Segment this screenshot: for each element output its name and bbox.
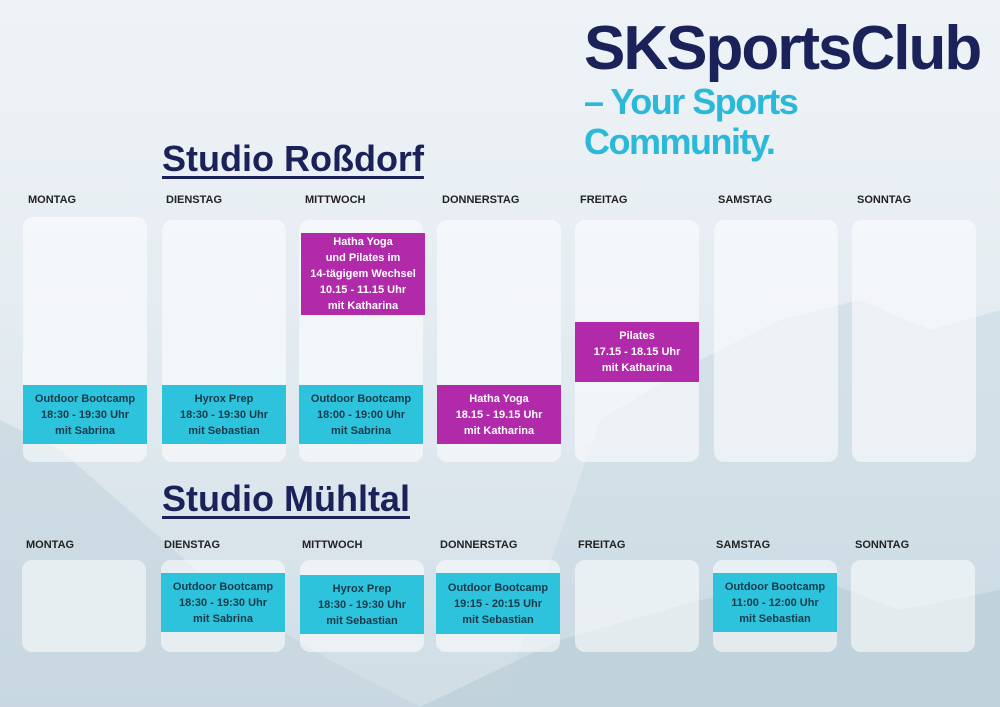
session-title: Outdoor Bootcamp (172, 580, 274, 593)
rossdorf-card-sonntag (852, 220, 976, 462)
session-title: Hatha Yoga (333, 236, 393, 248)
rossdorf-day-label: SAMSTAG (718, 194, 773, 206)
session-muehltal-donnerstag[interactable]: Outdoor Bootcamp 19:15 - 20:15 Uhr mit Seb… (436, 573, 560, 634)
session-title: Outdoor Bootcamp (447, 581, 549, 594)
session-trainer: mit Sabrina (331, 424, 391, 437)
logo-tagline: – Your Sports Community. (584, 81, 799, 162)
session-time: 18.15 - 19.15 Uhr (455, 408, 543, 421)
muehltal-day-label: MONTAG (26, 539, 75, 551)
logo: SKSportsClub – Your Sports Community. (584, 14, 984, 162)
session-trainer: mit Katharina (327, 300, 399, 312)
session-title: Outdoor Bootcamp (34, 392, 136, 405)
muehltal-day-label: SONNTAG (855, 539, 910, 551)
session-rossdorf-mittwoch-bootcamp[interactable]: Outdoor Bootcamp 18:00 - 19:00 Uhr mit Sab… (299, 385, 423, 444)
session-title: Pilates (619, 330, 655, 342)
session-time: 18:00 - 19:00 Uhr (316, 408, 406, 421)
session-rossdorf-mittwoch-yoga-pilates[interactable]: Hatha Yoga und Pilates im 14-tägigem Wechs… (301, 233, 425, 315)
session-trainer: mit Sebastian (326, 614, 398, 627)
studio-rossdorf-title: Studio Roßdorf (162, 138, 424, 179)
muehltal-day-label: DONNERSTAG (440, 539, 518, 551)
session-rossdorf-dienstag[interactable]: Hyrox Prep 18:30 - 19:30 Uhr mit Sebastian (162, 385, 286, 444)
session-title: Outdoor Bootcamp (310, 392, 412, 405)
session-title: Hatha Yoga (469, 392, 529, 405)
session-trainer: mit Sabrina (193, 612, 253, 625)
session-trainer: mit Sebastian (188, 424, 260, 437)
session-time: 18:30 - 19:30 Uhr (317, 598, 407, 611)
muehltal-day-label: DIENSTAG (164, 539, 221, 551)
session-time: 11:00 - 12:00 Uhr (731, 596, 819, 609)
rossdorf-card-donnerstag: Hatha Yoga 18.15 - 19.15 Uhr mit Katharina (437, 220, 561, 462)
muehltal-card-mittwoch: Hyrox Prep 18:30 - 19:30 Uhr mit Sebastian (300, 560, 424, 652)
session-title: Outdoor Bootcamp (724, 580, 826, 593)
muehltal-card-dienstag: Outdoor Bootcamp 18:30 - 19:30 Uhr mit Sab… (161, 560, 285, 652)
session-title: Hyrox Prep (332, 582, 392, 595)
session-trainer: mit Sebastian (462, 613, 534, 626)
rossdorf-day-label: MONTAG (28, 194, 77, 206)
muehltal-day-label: MITTWOCH (302, 539, 363, 551)
session-muehltal-mittwoch[interactable]: Hyrox Prep 18:30 - 19:30 Uhr mit Sebastian (300, 575, 424, 634)
muehltal-card-donnerstag: Outdoor Bootcamp 19:15 - 20:15 Uhr mit Seb… (436, 560, 560, 652)
rossdorf-card-mittwoch: Hatha Yoga und Pilates im 14-tägigem Wechs… (299, 220, 425, 462)
rossdorf-card-freitag: Pilates 17.15 - 18.15 Uhr mit Katharina (575, 220, 699, 462)
session-title-line2: und Pilates im (325, 252, 401, 264)
rossdorf-day-label: DIENSTAG (166, 194, 223, 206)
session-time: 19:15 - 20:15 Uhr (453, 597, 543, 610)
muehltal-card-montag (22, 560, 146, 652)
rossdorf-day-label: SONNTAG (857, 194, 912, 206)
rossdorf-card-montag: Outdoor Bootcamp 18:30 - 19:30 Uhr mit Sab… (23, 217, 147, 462)
rossdorf-day-label: MITTWOCH (305, 194, 366, 206)
session-trainer: mit Sabrina (55, 424, 115, 437)
muehltal-day-label: FREITAG (578, 539, 626, 551)
rossdorf-day-label: FREITAG (580, 194, 628, 206)
studio-muehltal-title: Studio Mühltal (162, 478, 410, 519)
session-title-line3: 14-tägigem Wechsel (310, 268, 416, 280)
rossdorf-card-dienstag: Hyrox Prep 18:30 - 19:30 Uhr mit Sebastian (162, 220, 286, 462)
session-rossdorf-montag[interactable]: Outdoor Bootcamp 18:30 - 19:30 Uhr mit Sab… (23, 385, 147, 444)
session-time: 18:30 - 19:30 Uhr (40, 408, 130, 421)
session-time: 18:30 - 19:30 Uhr (179, 408, 269, 421)
session-rossdorf-freitag[interactable]: Pilates 17.15 - 18.15 Uhr mit Katharina (575, 322, 699, 382)
muehltal-card-samstag: Outdoor Bootcamp 11:00 - 12:00 Uhr mit Seb… (713, 560, 837, 652)
session-time: 10.15 - 11.15 Uhr (319, 284, 407, 296)
session-muehltal-dienstag[interactable]: Outdoor Bootcamp 18:30 - 19:30 Uhr mit Sab… (161, 573, 285, 632)
rossdorf-day-label: DONNERSTAG (442, 194, 520, 206)
session-rossdorf-donnerstag[interactable]: Hatha Yoga 18.15 - 19.15 Uhr mit Katharina (437, 385, 561, 444)
session-title: Hyrox Prep (194, 392, 254, 405)
session-time: 17.15 - 18.15 Uhr (593, 346, 681, 358)
session-time: 18:30 - 19:30 Uhr (178, 596, 268, 609)
logo-brand: SKSportsClub (584, 14, 982, 83)
session-muehltal-samstag[interactable]: Outdoor Bootcamp 11:00 - 12:00 Uhr mit Seb… (713, 573, 837, 632)
rossdorf-card-samstag (714, 220, 838, 462)
muehltal-day-label: SAMSTAG (716, 539, 771, 551)
muehltal-card-freitag (575, 560, 699, 652)
session-trainer: mit Katharina (463, 424, 535, 437)
session-trainer: mit Sebastian (739, 612, 811, 625)
session-trainer: mit Katharina (601, 362, 673, 374)
muehltal-card-sonntag (851, 560, 975, 652)
